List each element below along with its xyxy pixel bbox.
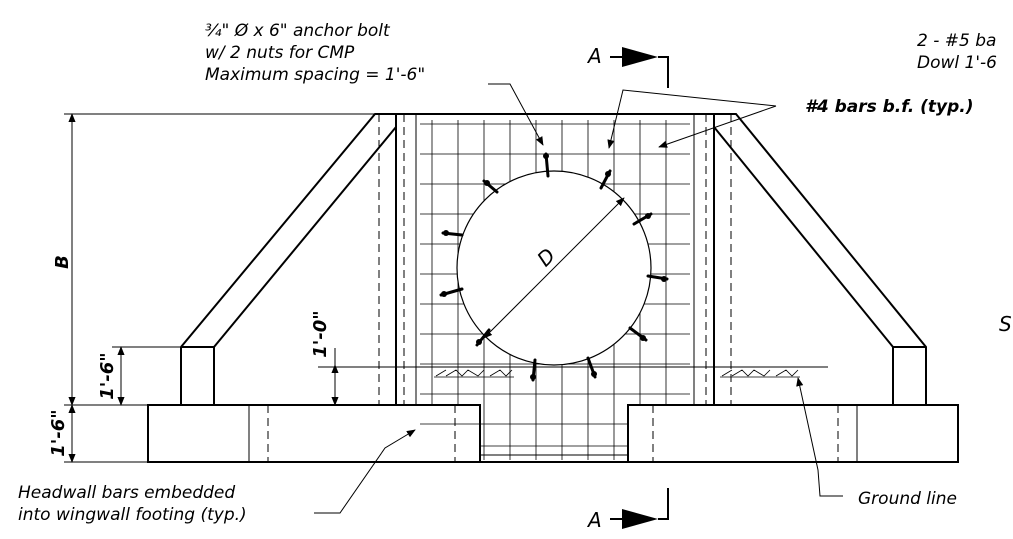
section-label-bottom: A bbox=[586, 508, 602, 532]
partial-s-label: S bbox=[999, 312, 1012, 336]
right-footing bbox=[627, 404, 959, 463]
headwall-bars-note-2: into wingwall footing (typ.) bbox=[18, 505, 247, 525]
section-label-top: A bbox=[586, 44, 602, 68]
section-cut-bottom bbox=[610, 488, 669, 529]
height-b-dimension bbox=[64, 113, 375, 406]
height-b-label: B bbox=[52, 255, 73, 269]
anchor-bolt-note-2: w/ 2 nuts for CMP bbox=[205, 43, 355, 63]
leaders bbox=[314, 83, 843, 514]
diameter-dimension-line bbox=[483, 197, 625, 339]
cover-1-0-label: 1'-0" bbox=[310, 310, 331, 357]
footing-1-6-label: 1'-6" bbox=[48, 409, 69, 456]
left-wingwall bbox=[180, 113, 405, 405]
bars-bf-note: #4 bars b.f. (typ.) bbox=[805, 97, 973, 117]
ground-line-note: Ground line bbox=[858, 489, 957, 509]
left-footing bbox=[147, 404, 481, 463]
wing-1-6-label: 1'-6" bbox=[97, 352, 118, 399]
right-wingwall bbox=[705, 113, 927, 405]
anchor-bolt-nuts bbox=[441, 153, 667, 380]
anchor-bolt-note-1: ¾" Ø x 6" anchor bolt bbox=[205, 21, 391, 41]
dowel-note-2: Dowl 1'-6 bbox=[917, 53, 997, 73]
footing-dimension bbox=[64, 404, 148, 463]
dowel-note-1: 2 - #5 ba bbox=[917, 31, 996, 51]
wing-dimension bbox=[64, 346, 181, 406]
anchor-bolt-note-3: Maximum spacing = 1'-6" bbox=[205, 65, 425, 85]
ground-line bbox=[318, 366, 828, 378]
headwall-bars-note-1: Headwall bars embedded bbox=[18, 483, 235, 503]
section-cut-top bbox=[610, 47, 669, 88]
